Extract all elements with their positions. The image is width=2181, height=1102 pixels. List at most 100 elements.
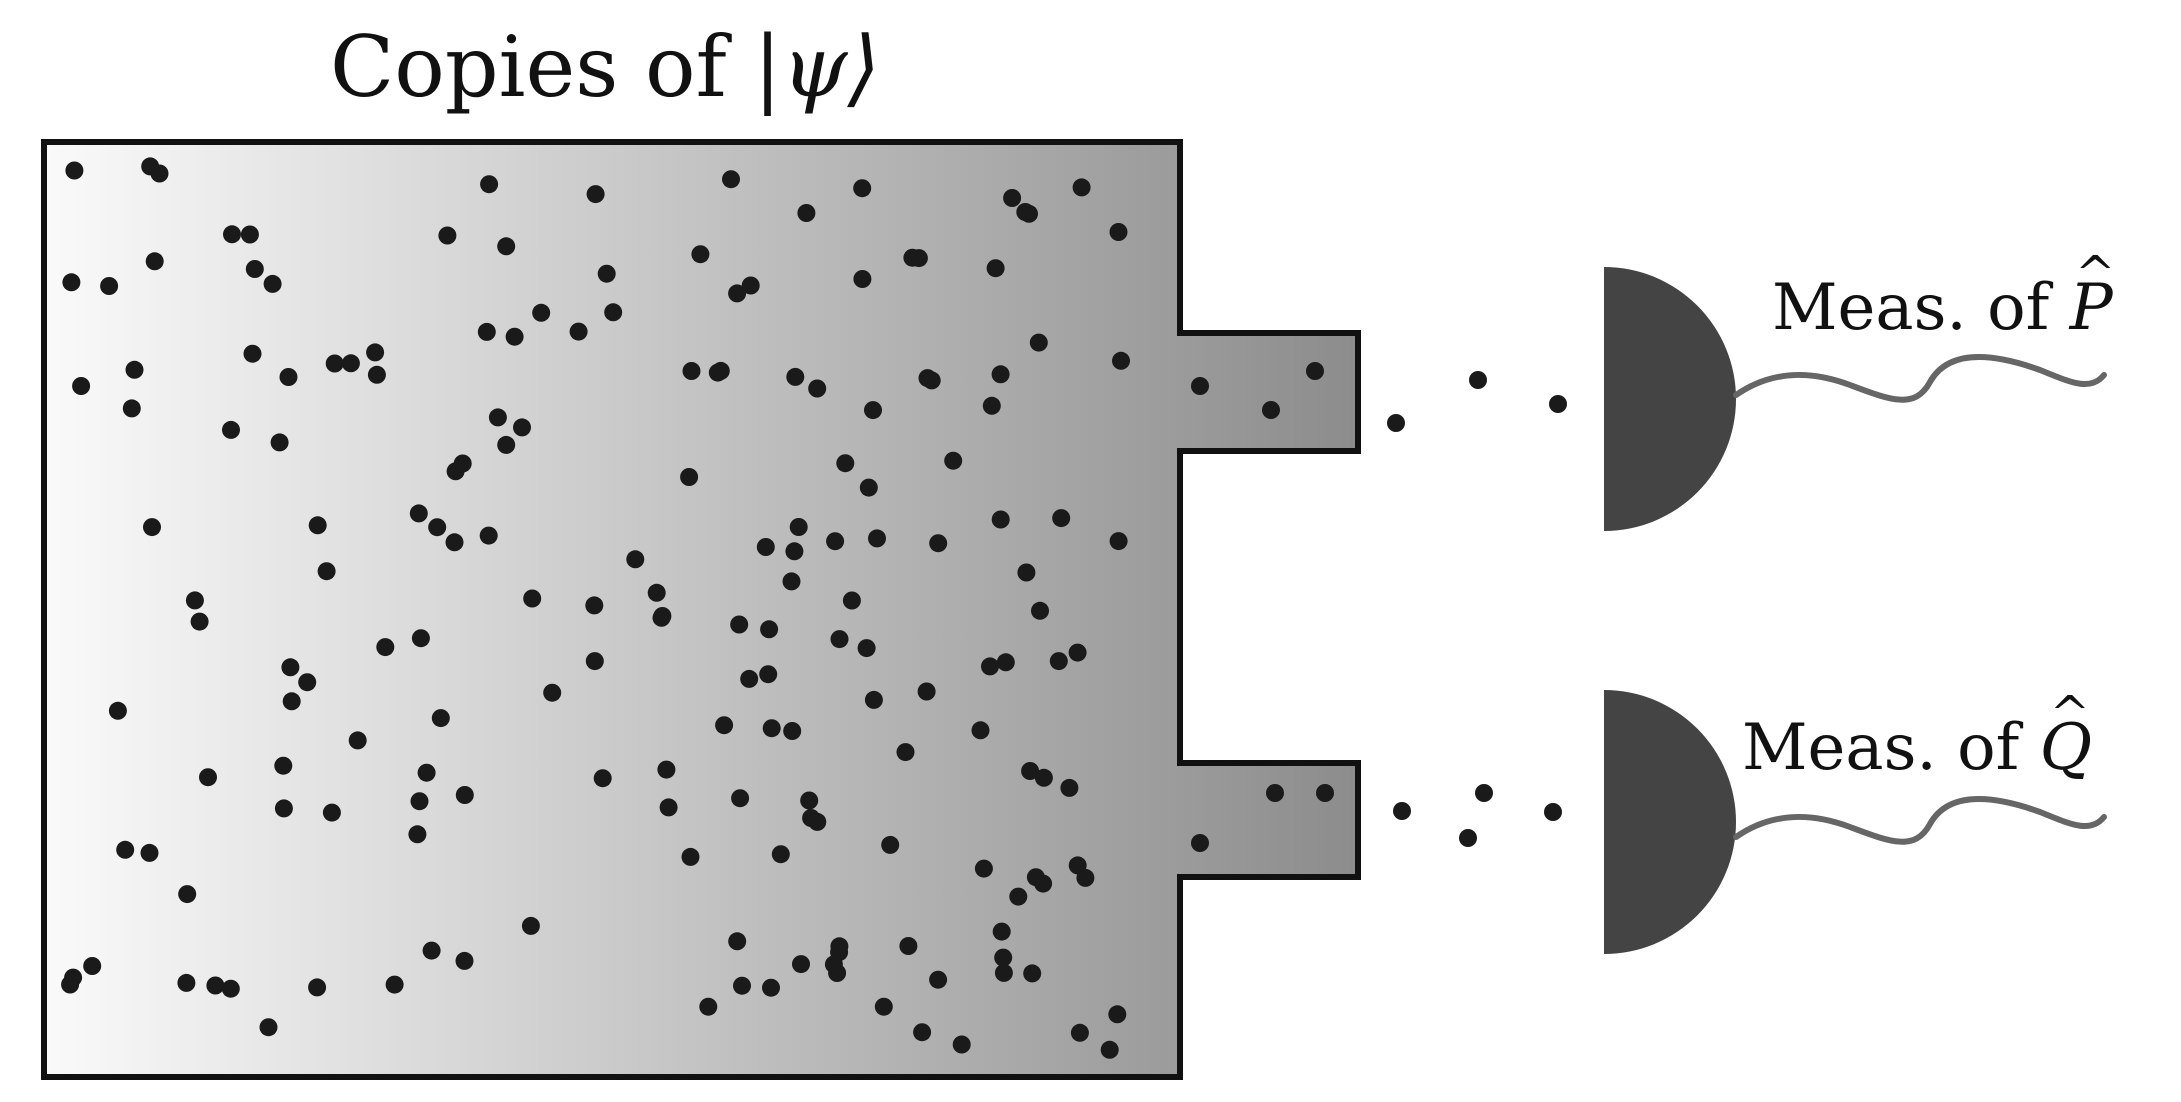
particle: [408, 825, 427, 844]
particle: [523, 589, 542, 608]
particle: [647, 583, 666, 602]
particle: [206, 976, 225, 995]
particle: [274, 799, 293, 818]
particle: [728, 284, 747, 303]
particle: [455, 786, 474, 804]
particle: [245, 260, 264, 278]
container-box: [41, 139, 1361, 1080]
particle: [842, 591, 861, 610]
particle: [756, 538, 775, 556]
particle: [853, 270, 872, 288]
particle: [532, 303, 551, 322]
detector-q: [1604, 690, 1736, 954]
particle: [981, 657, 999, 676]
particle: [1072, 178, 1091, 197]
particle: [974, 859, 993, 878]
particle: [741, 276, 760, 295]
particle: [308, 978, 327, 997]
particle: [991, 365, 1010, 384]
particle: [281, 658, 300, 677]
particle: [802, 809, 821, 827]
particle: [223, 225, 241, 244]
particle: [1021, 762, 1040, 780]
particle: [240, 225, 259, 244]
particle: [125, 360, 144, 379]
particle: [857, 639, 876, 658]
outflow-particle: [1266, 784, 1284, 802]
particle: [1109, 532, 1128, 551]
particle: [929, 970, 948, 989]
particle: [731, 789, 750, 808]
particle: [828, 964, 847, 982]
operator-p-hat: P: [2070, 268, 2113, 348]
particle: [222, 420, 240, 439]
particle: [586, 185, 605, 204]
particle: [65, 161, 84, 180]
particle: [604, 303, 623, 322]
particle: [881, 835, 900, 854]
operator-q-hat: Q: [2040, 708, 2092, 788]
particle: [782, 572, 801, 591]
particle: [411, 629, 430, 648]
particle: [762, 978, 780, 997]
outflow-particle: [1393, 802, 1411, 820]
particle: [929, 534, 948, 553]
particle: [62, 273, 81, 292]
particle: [322, 803, 341, 822]
particle: [992, 922, 1011, 941]
particle: [543, 683, 562, 702]
outflow-particle: [1459, 829, 1477, 847]
outflow-particle: [1191, 377, 1209, 395]
particle: [100, 277, 119, 295]
particle: [446, 462, 465, 481]
particle: [1023, 964, 1042, 983]
particle: [830, 630, 849, 649]
particle: [1100, 1040, 1119, 1059]
particle: [348, 731, 367, 750]
particle: [585, 596, 604, 615]
particle: [1109, 223, 1128, 241]
particle: [1108, 1005, 1127, 1024]
particle: [859, 478, 878, 497]
particle: [1070, 1023, 1089, 1042]
particle: [913, 1023, 932, 1042]
particle: [994, 948, 1013, 967]
particle: [417, 763, 436, 782]
particle: [896, 743, 915, 762]
particle: [830, 943, 849, 962]
particle: [221, 979, 240, 998]
particle: [691, 245, 710, 264]
particle: [657, 760, 676, 779]
outflow-particle: [1306, 362, 1324, 380]
particle: [83, 957, 102, 975]
particle: [986, 259, 1005, 278]
outflow-particle: [1469, 371, 1487, 389]
particle: [659, 798, 678, 817]
outflow-particle: [1262, 401, 1280, 419]
particle: [1017, 563, 1036, 582]
particle: [145, 252, 164, 271]
particle: [800, 791, 819, 810]
particle: [367, 365, 386, 384]
particle: [298, 673, 317, 692]
particle: [122, 399, 141, 418]
particle: [797, 204, 816, 222]
particle: [497, 237, 516, 256]
title-ket: |ψ⟩: [753, 18, 881, 116]
particle: [836, 454, 855, 473]
particle: [140, 843, 159, 862]
particle: [699, 997, 718, 1016]
particle: [282, 692, 301, 711]
outflow-particle: [1475, 784, 1493, 802]
particle: [274, 756, 293, 775]
particle: [585, 652, 604, 671]
particle: [917, 682, 936, 701]
particle: [1068, 643, 1087, 662]
particle: [72, 377, 91, 395]
detector-q-wire: [1733, 796, 2107, 845]
particle: [64, 968, 83, 987]
particle: [150, 164, 169, 183]
particle: [479, 526, 498, 545]
particle: [199, 768, 217, 787]
particle: [711, 361, 730, 380]
